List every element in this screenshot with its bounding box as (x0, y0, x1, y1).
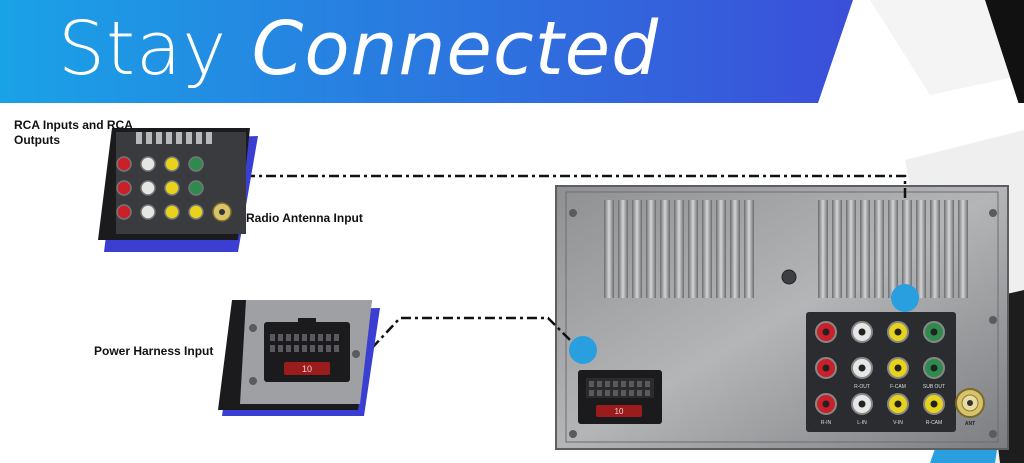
label-rca-inputs-outputs: RCA Inputs and RCA Outputs (14, 118, 133, 147)
jack-label-v-in: V-IN (893, 420, 903, 426)
power-connector-main: 10 (578, 370, 662, 424)
inset-power-closeup: 10 (218, 300, 380, 416)
jack-label-sub-out: SUB OUT (923, 384, 945, 390)
jack-label-r-cam: R-CAM (926, 420, 942, 426)
callout-dot-power (569, 336, 597, 364)
heatsink-fins-right (818, 200, 968, 298)
jack-label-ant: ANT (965, 421, 975, 427)
title-word-connected: Connected (251, 6, 660, 92)
fuse-label-main: 10 (615, 407, 624, 416)
banner-band (0, 0, 853, 103)
rca-jack-panel: R-IN L-IN V-IN R-CAM R-OUT F-CAM SUB OUT (806, 312, 956, 432)
fuse (596, 405, 642, 417)
page-title: Stay Connected (58, 6, 659, 92)
banner-corner-light (870, 0, 1024, 95)
connector-line-power (371, 316, 573, 349)
label-power-harness: Power Harness Input (94, 344, 214, 358)
heatsink-fins-left (604, 200, 754, 298)
jack-label-r-out: R-OUT (854, 384, 870, 390)
jack-label-r-in: R-IN (821, 420, 832, 426)
antenna-socket: ANT (955, 388, 985, 427)
label-radio-antenna: Radio Antenna Input (246, 211, 363, 225)
connector-line-rca (245, 174, 907, 198)
jack-label-l-in: L-IN (857, 420, 867, 426)
title-word-stay: Stay (58, 6, 228, 92)
callout-dot-rca (891, 284, 919, 312)
jack-label-f-cam: F-CAM (890, 384, 906, 390)
inset-rca-closeup (98, 128, 258, 252)
header-banner (0, 0, 1024, 103)
banner-corner-dark (985, 0, 1024, 103)
fuse-label-inset: 10 (302, 364, 312, 374)
